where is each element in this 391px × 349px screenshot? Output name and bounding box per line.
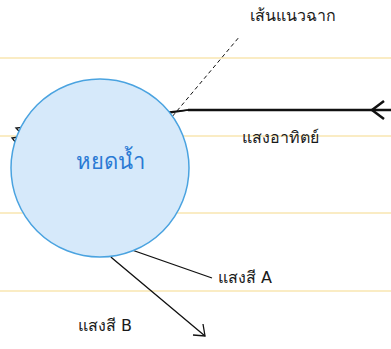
text-label: แสงสี B: [78, 316, 132, 337]
sun-ray: [188, 109, 391, 112]
sun-arrow: [372, 101, 384, 119]
drop-label: หยดน้ำ: [76, 148, 145, 177]
ray-b-arrow: [193, 324, 205, 336]
water-drop: หยดน้ำ: [10, 78, 190, 258]
text-label: แสงสี A: [218, 268, 272, 289]
paper-lines: [0, 58, 391, 291]
text-label: แสงอาทิตย์: [242, 128, 319, 149]
light-rays: [12, 36, 391, 336]
text-label: เส้นแนวฉาก: [250, 6, 336, 27]
